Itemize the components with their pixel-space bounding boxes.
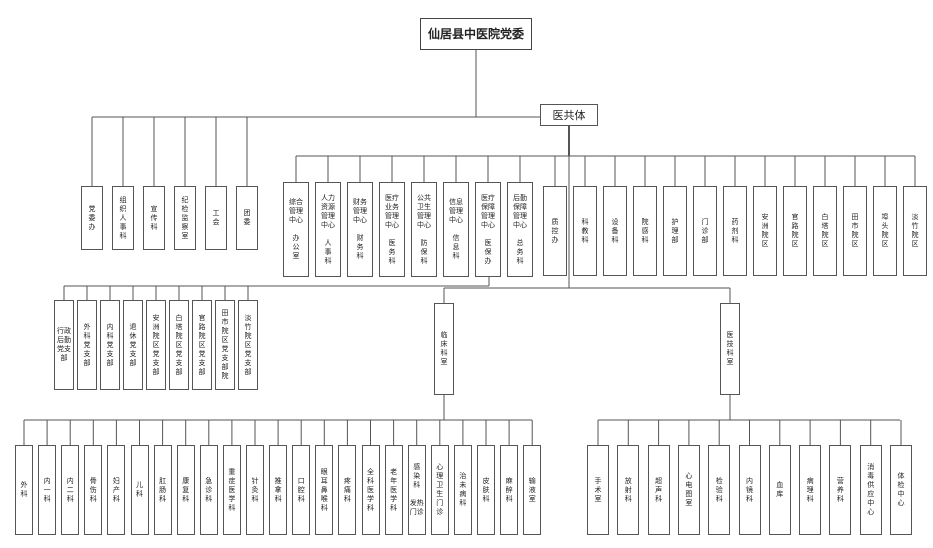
dept-node: 田 市 院 区 [843,186,867,276]
dept-node: 设 备 科 [603,186,627,276]
clinical-dept-node: 全 科 医 学 科 [361,445,380,535]
party-branch-node: 白 塔 院 区 党 支 部 [169,300,189,390]
medtech-dept-node: 手 术 室 [587,445,609,535]
clinical-dept-node: 内 一 科 [38,445,57,535]
clinical-dept-node: 针 灸 科 [246,445,264,535]
dept-node: 科 教 科 [573,186,597,276]
dept-node: 门 诊 部 [693,186,717,276]
clinical-dept-node: 口 腔 科 [292,445,311,535]
mgmt-center-node: 信息 管理 中心 信 息 科 [443,182,469,277]
dept-node: 官 路 院 区 [783,186,807,276]
clinical-dept-node: 眼 耳 鼻 喉 科 [315,445,334,535]
dept-node: 护 理 部 [663,186,687,276]
clinical-dept-node: 治 未 病 科 [453,445,472,535]
clinical-dept-node: 输 液 室 [523,445,542,535]
clinical-dept-node: 骨 伤 科 [84,445,103,535]
dept-node: 淡 竹 院 区 [903,186,927,276]
clinical-dept-node: 皮 肤 科 [477,445,495,535]
medtech-node: 医 技 科 室 [720,303,740,395]
alliance-node: 医共体 [540,104,598,126]
clinical-dept-node: 老 年 医 学 科 [384,445,403,535]
medtech-dept-node: 病 理 科 [799,445,822,535]
dept-node: 药 剂 科 [723,186,747,276]
party-branch-node: 田 市 院 区 党 支 部 院 [215,300,235,390]
left-group-node: 宣 传 科 [143,186,165,250]
clinical-dept-node: 推 拿 科 [269,445,288,535]
medtech-dept-node: 体 检 中 心 [890,445,912,535]
medtech-dept-node: 放 射 科 [617,445,640,535]
party-branch-node: 淡 竹 院 区 党 支 部 [238,300,258,390]
medtech-dept-node: 心 电 图 室 [677,445,700,535]
clinical-dept-node: 儿 科 [130,445,149,535]
mgmt-center-node: 医疗 保障 管理 中心 医 保 办 [475,182,501,277]
clinical-node: 临 床 科 室 [434,303,454,395]
dept-node: 院 感 科 [633,186,657,276]
clinical-dept-node: 急 诊 科 [199,445,218,535]
medtech-dept-node: 内 镜 科 [738,445,761,535]
clinical-dept-node: 麻 醉 科 [500,445,519,535]
clinical-dept-node: 心 理 卫 生 门 诊 [430,445,449,535]
dept-node: 埠 头 院 区 [873,186,897,276]
dept-node: 白 塔 院 区 [813,186,837,276]
left-group-node: 纪 检 监 察 室 [174,186,196,250]
medtech-dept-node: 消 毒 供 应 中 心 [859,445,882,535]
party-branch-node: 内 科 党 支 部 [100,300,120,390]
party-branch-node: 行政 后勤 党支 部 [54,300,74,390]
party-branch-node: 官 路 院 区 党 支 部 [192,300,212,390]
dept-node: 质 控 办 [543,186,567,276]
party-branch-node: 安 洲 院 区 党 支 部 [146,300,166,390]
medtech-dept-node: 血 库 [768,445,791,535]
left-group-node: 团 委 [236,186,258,250]
clinical-dept-node: 妇 产 科 [107,445,126,535]
clinical-dept-node: 肛 肠 科 [153,445,172,535]
mgmt-center-node: 医疗 业务 管理 中心 医 务 科 [379,182,405,277]
mgmt-center-node: 综合 管理 中心 办 公 室 [283,182,309,277]
dept-node: 安 洲 院 区 [753,186,777,276]
clinical-dept-node: 感 染 科 发热 门诊 [407,445,426,535]
medtech-dept-node: 超 声 科 [647,445,670,535]
clinical-dept-node: 内 二 科 [61,445,80,535]
clinical-dept-node: 康 复 科 [176,445,195,535]
mgmt-center-node: 后勤 保障 管理 中心 总 务 科 [507,182,533,277]
mgmt-center-node: 财务 管理 中心 财 务 科 [347,182,373,277]
clinical-dept-node: 外 科 [15,445,33,535]
medtech-dept-node: 检 验 科 [708,445,731,535]
left-group-node: 工 会 [205,186,227,250]
party-branch-node: 外 科 党 支 部 [77,300,97,390]
medtech-dept-node: 营 养 科 [829,445,852,535]
mgmt-center-node: 公共 卫生 管理 中心 防 保 科 [411,182,437,277]
clinical-dept-node: 疼 痛 科 [338,445,357,535]
clinical-dept-node: 重 症 医 学 科 [222,445,241,535]
mgmt-center-node: 人力 资源 管理 中心 人 事 科 [315,182,341,277]
root-node: 仙居县中医院党委 [420,18,532,50]
left-group-node: 组 织 人 事 科 [112,186,134,250]
party-branch-node: 退 休 党 支 部 [123,300,143,390]
left-group-node: 党 委 办 [81,186,103,250]
